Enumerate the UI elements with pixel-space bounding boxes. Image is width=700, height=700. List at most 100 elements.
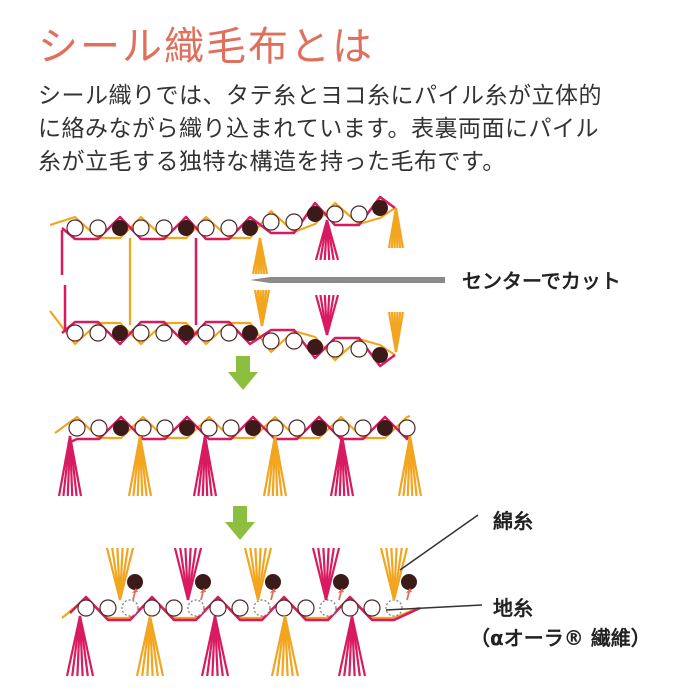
warp-yarn: [54, 414, 411, 440]
pile-yarn: [273, 435, 288, 497]
lift-arrow-icon: [132, 591, 136, 601]
weft-yarn-open: [297, 599, 315, 617]
weft-yarn-open: [220, 324, 238, 342]
weft-yarn-open: [363, 599, 381, 617]
weft-yarn-open: [77, 599, 95, 617]
pile-yarn: [260, 289, 271, 327]
weft-yarn-dashed: [253, 599, 271, 617]
weft-yarn-open: [262, 213, 280, 231]
pile-yarn: [213, 615, 230, 677]
weft-yarn-open: [288, 419, 306, 437]
pile-yarn: [394, 207, 405, 249]
weft-yarn-open: [89, 219, 107, 237]
weft-yarn-open: [197, 219, 215, 237]
weft-yarn-open: [66, 219, 84, 237]
description-line: 糸が立毛する独特な構造を持った毛布です。: [38, 149, 506, 175]
lift-arrow-icon: [200, 588, 206, 593]
weft-yarn-filled: [245, 420, 261, 436]
description: シール織りでは、タテ糸とヨコ糸にパイル糸が立体的 に絡みながら織り込まれています…: [38, 80, 602, 179]
weft-yarn-open: [285, 213, 303, 231]
weft-yarn-filled: [265, 574, 281, 590]
pile-yarn: [68, 435, 83, 497]
down-arrow-icon: [225, 506, 255, 540]
pile-yarn: [256, 547, 273, 601]
weft-yarn-open: [398, 419, 416, 437]
weft-yarn-filled: [307, 339, 323, 355]
cut-label: センターでカット: [462, 269, 621, 293]
pile-yarn: [394, 311, 405, 353]
lift-arrow-icon: [200, 591, 204, 601]
weft-yarn-dashed: [187, 599, 205, 617]
weft-yarn-open: [155, 324, 173, 342]
weft-yarn-filled: [178, 325, 194, 341]
warp-yarn: [61, 320, 396, 368]
pile-yarn: [186, 547, 203, 601]
lift-arrow-icon: [270, 588, 276, 593]
pile-yarn: [350, 615, 367, 677]
weft-yarn-open: [350, 205, 368, 223]
weft-yarn-open: [155, 219, 173, 237]
weft-yarn-open: [266, 419, 284, 437]
pile-yarn: [392, 547, 409, 601]
weft-yarn-dashed: [121, 599, 139, 617]
weft-yarn-filled: [127, 574, 143, 590]
weft-yarn-dashed: [385, 599, 403, 617]
weft-yarn-filled: [195, 574, 211, 590]
ground-yarn-label: 地糸: [493, 596, 533, 620]
weft-yarn-filled: [333, 574, 349, 590]
pile-yarn: [325, 294, 340, 336]
lift-arrow-icon: [338, 591, 342, 601]
weft-yarn-filled: [242, 325, 258, 341]
pile-yarn: [148, 615, 165, 677]
weft-yarn-open: [350, 340, 368, 358]
weft-yarn-filled: [112, 325, 128, 341]
weft-yarn-filled: [307, 206, 323, 222]
pile-yarn: [203, 435, 218, 497]
weft-yarn-open: [326, 205, 344, 223]
lift-arrow-icon: [132, 588, 138, 593]
weft-yarn-filled: [372, 347, 388, 363]
weft-yarn-filled: [178, 220, 194, 236]
weft-yarn-filled: [401, 574, 417, 590]
weft-yarn-open: [66, 324, 84, 342]
description-line: に絡みながら織り込まれています。表裏両面にパイル: [38, 116, 600, 142]
weft-yarn-filled: [311, 420, 327, 436]
weft-yarn-open: [134, 419, 152, 437]
weft-yarn-open: [220, 219, 238, 237]
leader-line: [385, 604, 483, 611]
warp-yarn: [61, 195, 396, 241]
weft-yarn-filled: [242, 220, 258, 236]
weft-yarn-open: [332, 419, 350, 437]
weft-yarn-open: [209, 599, 227, 617]
pile-yarn: [138, 435, 153, 497]
weft-yarn-open: [262, 332, 280, 350]
weft-yarn-open: [231, 599, 249, 617]
weft-yarn-open: [354, 419, 372, 437]
weft-yarn-open: [132, 219, 150, 237]
lift-arrow-icon: [270, 591, 274, 601]
weft-yarn-dashed: [319, 599, 337, 617]
cut-line: [250, 277, 445, 283]
weft-yarn-open: [143, 599, 161, 617]
pile-yarn: [258, 237, 269, 275]
weft-yarn-filled: [113, 420, 129, 436]
leader-line: [399, 514, 479, 571]
weft-yarn-open: [68, 419, 86, 437]
weft-yarn-open: [285, 332, 303, 350]
lift-arrow-icon: [406, 591, 410, 601]
ground-yarn-sublabel: （αオーラ® 繊維）: [470, 626, 651, 650]
pile-yarn: [118, 547, 135, 601]
weft-yarn-open: [197, 324, 215, 342]
weft-yarn-open: [90, 419, 108, 437]
weft-yarn-open: [89, 324, 107, 342]
weft-yarn-open: [200, 419, 218, 437]
cotton-yarn-label: 綿糸: [493, 509, 533, 533]
weft-yarn-filled: [112, 220, 128, 236]
down-arrow-icon: [228, 356, 258, 390]
pile-yarn: [340, 435, 355, 497]
weft-yarn-filled: [377, 420, 393, 436]
weft-yarn-filled: [179, 420, 195, 436]
pile-yarn: [78, 615, 95, 677]
lift-arrow-icon: [406, 588, 412, 593]
